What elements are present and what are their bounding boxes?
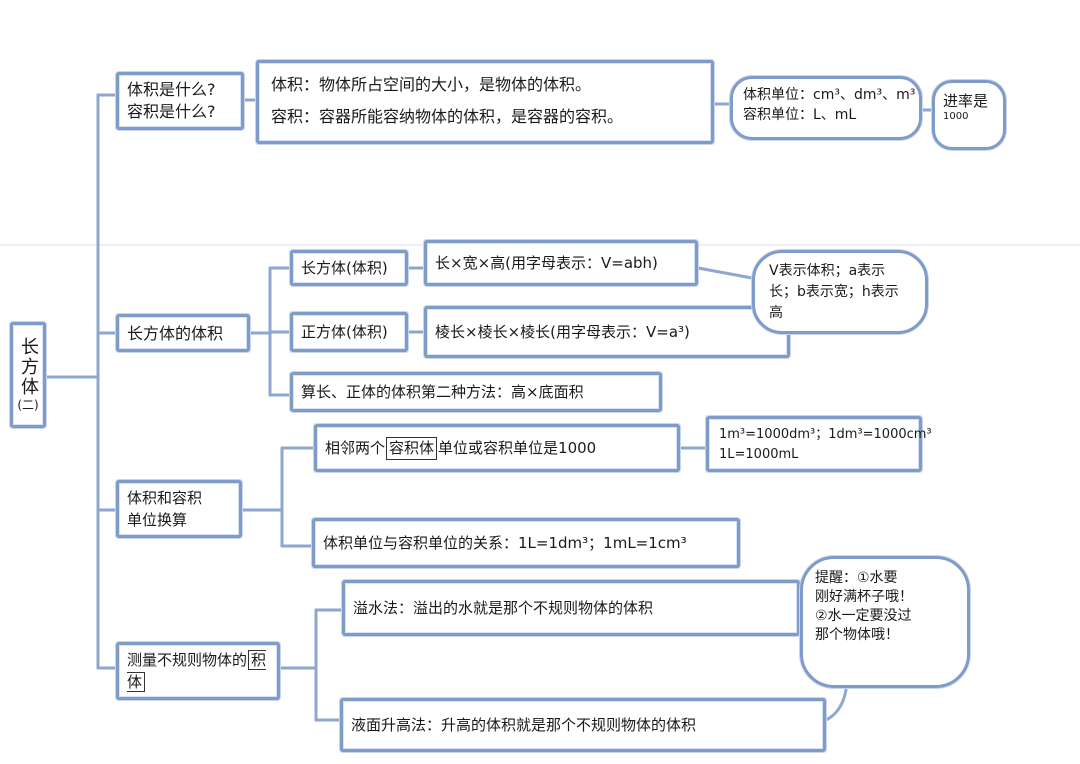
- conversion-line1: 1m³=1000dm³；1dm³=1000cm³: [719, 427, 932, 442]
- cube-name: 正方体(体积): [301, 322, 388, 341]
- units-cloud: 体积单位：cm³、dm³、m³ 容积单位：L、mL: [730, 76, 922, 140]
- rate-cloud: 进率是 1000: [932, 80, 1006, 150]
- second-method: 算长、正体的体积第二种方法：高×底面积: [301, 382, 584, 401]
- branch1-label-line2: 容积是什么?: [127, 102, 216, 121]
- adjacent-after: 单位或容积单位是1000: [438, 438, 597, 457]
- reminder-line1: 提醒：①水要: [815, 570, 898, 586]
- reminder-line3: ②水一定要没过: [815, 608, 912, 624]
- capacity-units: 容积单位：L、mL: [743, 107, 857, 123]
- overflow-method: 溢水法：溢出的水就是那个不规则物体的体积: [353, 598, 654, 617]
- adjacent-rate-box: 相邻两个 容积体 单位或容积单位是1000: [314, 424, 680, 472]
- branch1-label-line1: 体积是什么?: [127, 80, 216, 99]
- overflow-method-box: 溢水法：溢出的水就是那个不规则物体的体积: [342, 580, 800, 636]
- rate-text: 进率是: [943, 92, 989, 110]
- relation-text: 体积单位与容积单位的关系：1L=1dm³；1mL=1cm³: [323, 533, 687, 552]
- cuboid-formula: 长×宽×高(用字母表示：V=abh): [435, 253, 658, 272]
- rate-value: 1000: [943, 111, 969, 122]
- branch3-label-line2: 单位换算: [127, 511, 188, 529]
- rise-method: 液面升高法：升高的体积就是那个不规则物体的体积: [351, 715, 697, 734]
- cube-formula: 棱长×棱长×棱长(用字母表示：V=a³): [435, 322, 690, 341]
- reminder-line2: 刚好满杯子哦！: [815, 589, 913, 605]
- branch-volume-capacity-definition: 体积是什么? 容积是什么?: [116, 72, 244, 130]
- root-node: 长方体 (二): [10, 322, 46, 428]
- cuboid-node: 长方体(体积): [290, 250, 408, 286]
- conversion-line2: 1L=1000mL: [719, 447, 799, 462]
- capacity-definition: 容积：容器所能容纳物体的体积，是容器的容积。: [271, 107, 624, 126]
- variables-cloud: V表示体积；a表示 长；b表示宽；h表示 高: [752, 250, 928, 334]
- adjacent-before: 相邻两个: [325, 438, 386, 457]
- rise-method-box: 液面升高法：升高的体积就是那个不规则物体的体积: [340, 698, 826, 752]
- cube-node: 正方体(体积): [290, 312, 408, 352]
- vars-line2: 长；b表示宽；h表示: [769, 284, 899, 300]
- reminder-cloud: 提醒：①水要 刚好满杯子哦！ ②水一定要没过 那个物体哦！: [800, 556, 970, 688]
- volume-units: 体积单位：cm³、dm³、m³: [743, 87, 916, 103]
- root-title: 长方体: [18, 337, 39, 397]
- branch3-label-line1: 体积和容积: [127, 489, 203, 507]
- branch-cuboid-volume: 长方体的体积: [116, 314, 250, 352]
- adjacent-boxed-word: 容积体: [386, 436, 438, 460]
- relation-box: 体积单位与容积单位的关系：1L=1dm³；1mL=1cm³: [312, 518, 740, 568]
- branch4-label-before: 测量不规则物体的: [127, 651, 248, 669]
- vars-line3: 高: [769, 305, 783, 321]
- branch-irregular-volume: 测量不规则物体的积体: [116, 642, 280, 700]
- cuboid-formula-box: 长×宽×高(用字母表示：V=abh): [424, 240, 698, 286]
- cuboid-name: 长方体(体积): [301, 258, 388, 277]
- branch4-label-boxed: 积体: [127, 650, 267, 692]
- volume-definition: 体积：物体所占空间的大小，是物体的体积。: [271, 75, 592, 94]
- second-method-box: 算长、正体的体积第二种方法：高×底面积: [290, 372, 662, 412]
- cube-formula-box: 棱长×棱长×棱长(用字母表示：V=a³): [424, 306, 790, 358]
- conversions-box: 1m³=1000dm³；1dm³=1000cm³ 1L=1000mL: [706, 416, 932, 472]
- branch-unit-conversion: 体积和容积 单位换算: [116, 480, 242, 538]
- definitions-box: 体积：物体所占空间的大小，是物体的体积。 容积：容器所能容纳物体的体积，是容器的…: [256, 60, 714, 144]
- root-subtitle: (二): [17, 398, 39, 412]
- branch2-label: 长方体的体积: [127, 323, 224, 343]
- vars-line1: V表示体积；a表示: [769, 263, 886, 279]
- reminder-line4: 那个物体哦！: [815, 627, 899, 643]
